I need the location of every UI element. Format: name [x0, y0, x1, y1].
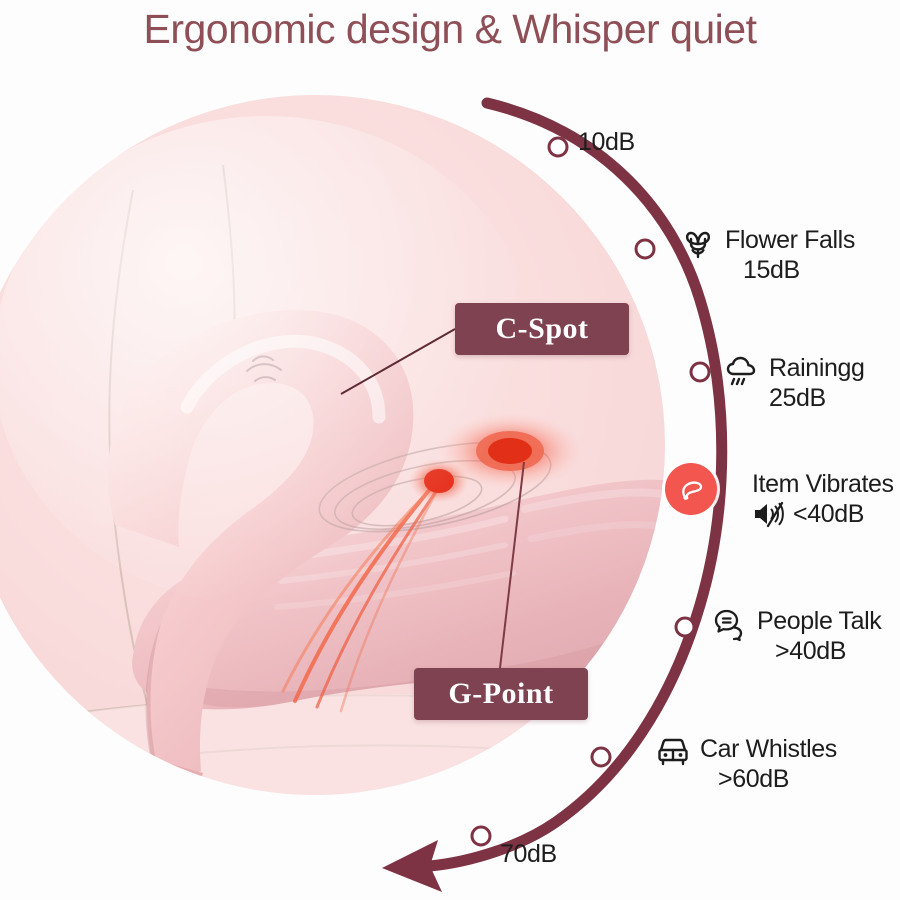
- speech-bubbles-icon: [714, 609, 743, 642]
- raining-line2: 25dB: [769, 383, 826, 412]
- product-vibrate-icon: [665, 463, 717, 515]
- arc-node-15db: [634, 238, 656, 260]
- rain-cloud-icon: [726, 356, 756, 386]
- item-vibrates-line1: Item Vibrates: [752, 470, 894, 498]
- raining-text: Rainingg 25dB: [769, 354, 865, 413]
- arc-node-10db: [547, 136, 569, 158]
- arc-node-40db: [674, 616, 696, 638]
- arc-node-25db: [689, 361, 711, 383]
- item-vibrates-line2: <40dB: [793, 499, 864, 528]
- callout-c-spot-label: C-Spot: [495, 312, 589, 345]
- arc-node-60db: [590, 746, 612, 768]
- car-whistles-line1: Car Whistles: [700, 735, 837, 763]
- people-talk-line1: People Talk: [757, 607, 882, 635]
- tick-label-start: 10dB: [578, 128, 635, 156]
- flower-falls-line1: Flower Falls: [725, 226, 855, 254]
- people-talk-line2: >40dB: [775, 636, 846, 665]
- car-whistles-text: Car Whistles >60dB: [700, 735, 837, 794]
- people-talk-text: People Talk >40dB: [757, 607, 882, 666]
- flower-falls-text: Flower Falls 15dB: [725, 226, 855, 285]
- tick-label-end: 70dB: [500, 840, 557, 868]
- arc-arrowhead: [382, 840, 442, 892]
- scale-item-item-vibrates: Item Vibrates <40dB: [752, 470, 894, 529]
- item-vibrates-row2: <40dB: [752, 500, 894, 530]
- product-vibrate-glyph: [682, 481, 703, 500]
- car-front-icon: [658, 738, 688, 766]
- callout-g-point[interactable]: G-Point: [414, 668, 588, 720]
- car-whistles-line2: >60dB: [718, 764, 789, 793]
- flower-falls-line2: 15dB: [743, 255, 800, 284]
- scale-item-flower-falls: Flower Falls 15dB: [680, 226, 855, 285]
- scale-item-car-whistles: Car Whistles >60dB: [655, 735, 837, 794]
- scale-item-people-talk: People Talk >40dB: [712, 607, 882, 666]
- raining-line1: Rainingg: [769, 354, 865, 382]
- arc-nodes: [470, 136, 711, 847]
- item-vibrates-text: Item Vibrates <40dB: [752, 470, 894, 529]
- callout-c-spot[interactable]: C-Spot: [455, 303, 629, 355]
- arc-node-70db: [470, 825, 492, 847]
- arc-path: [424, 97, 728, 872]
- flower-icon: [685, 231, 711, 259]
- callout-g-point-label: G-Point: [448, 677, 554, 710]
- page-title: Ergonomic design & Whisper quiet: [143, 6, 757, 52]
- speaker-mute-icon: [755, 502, 784, 528]
- scale-item-raining: Rainingg 25dB: [724, 354, 865, 413]
